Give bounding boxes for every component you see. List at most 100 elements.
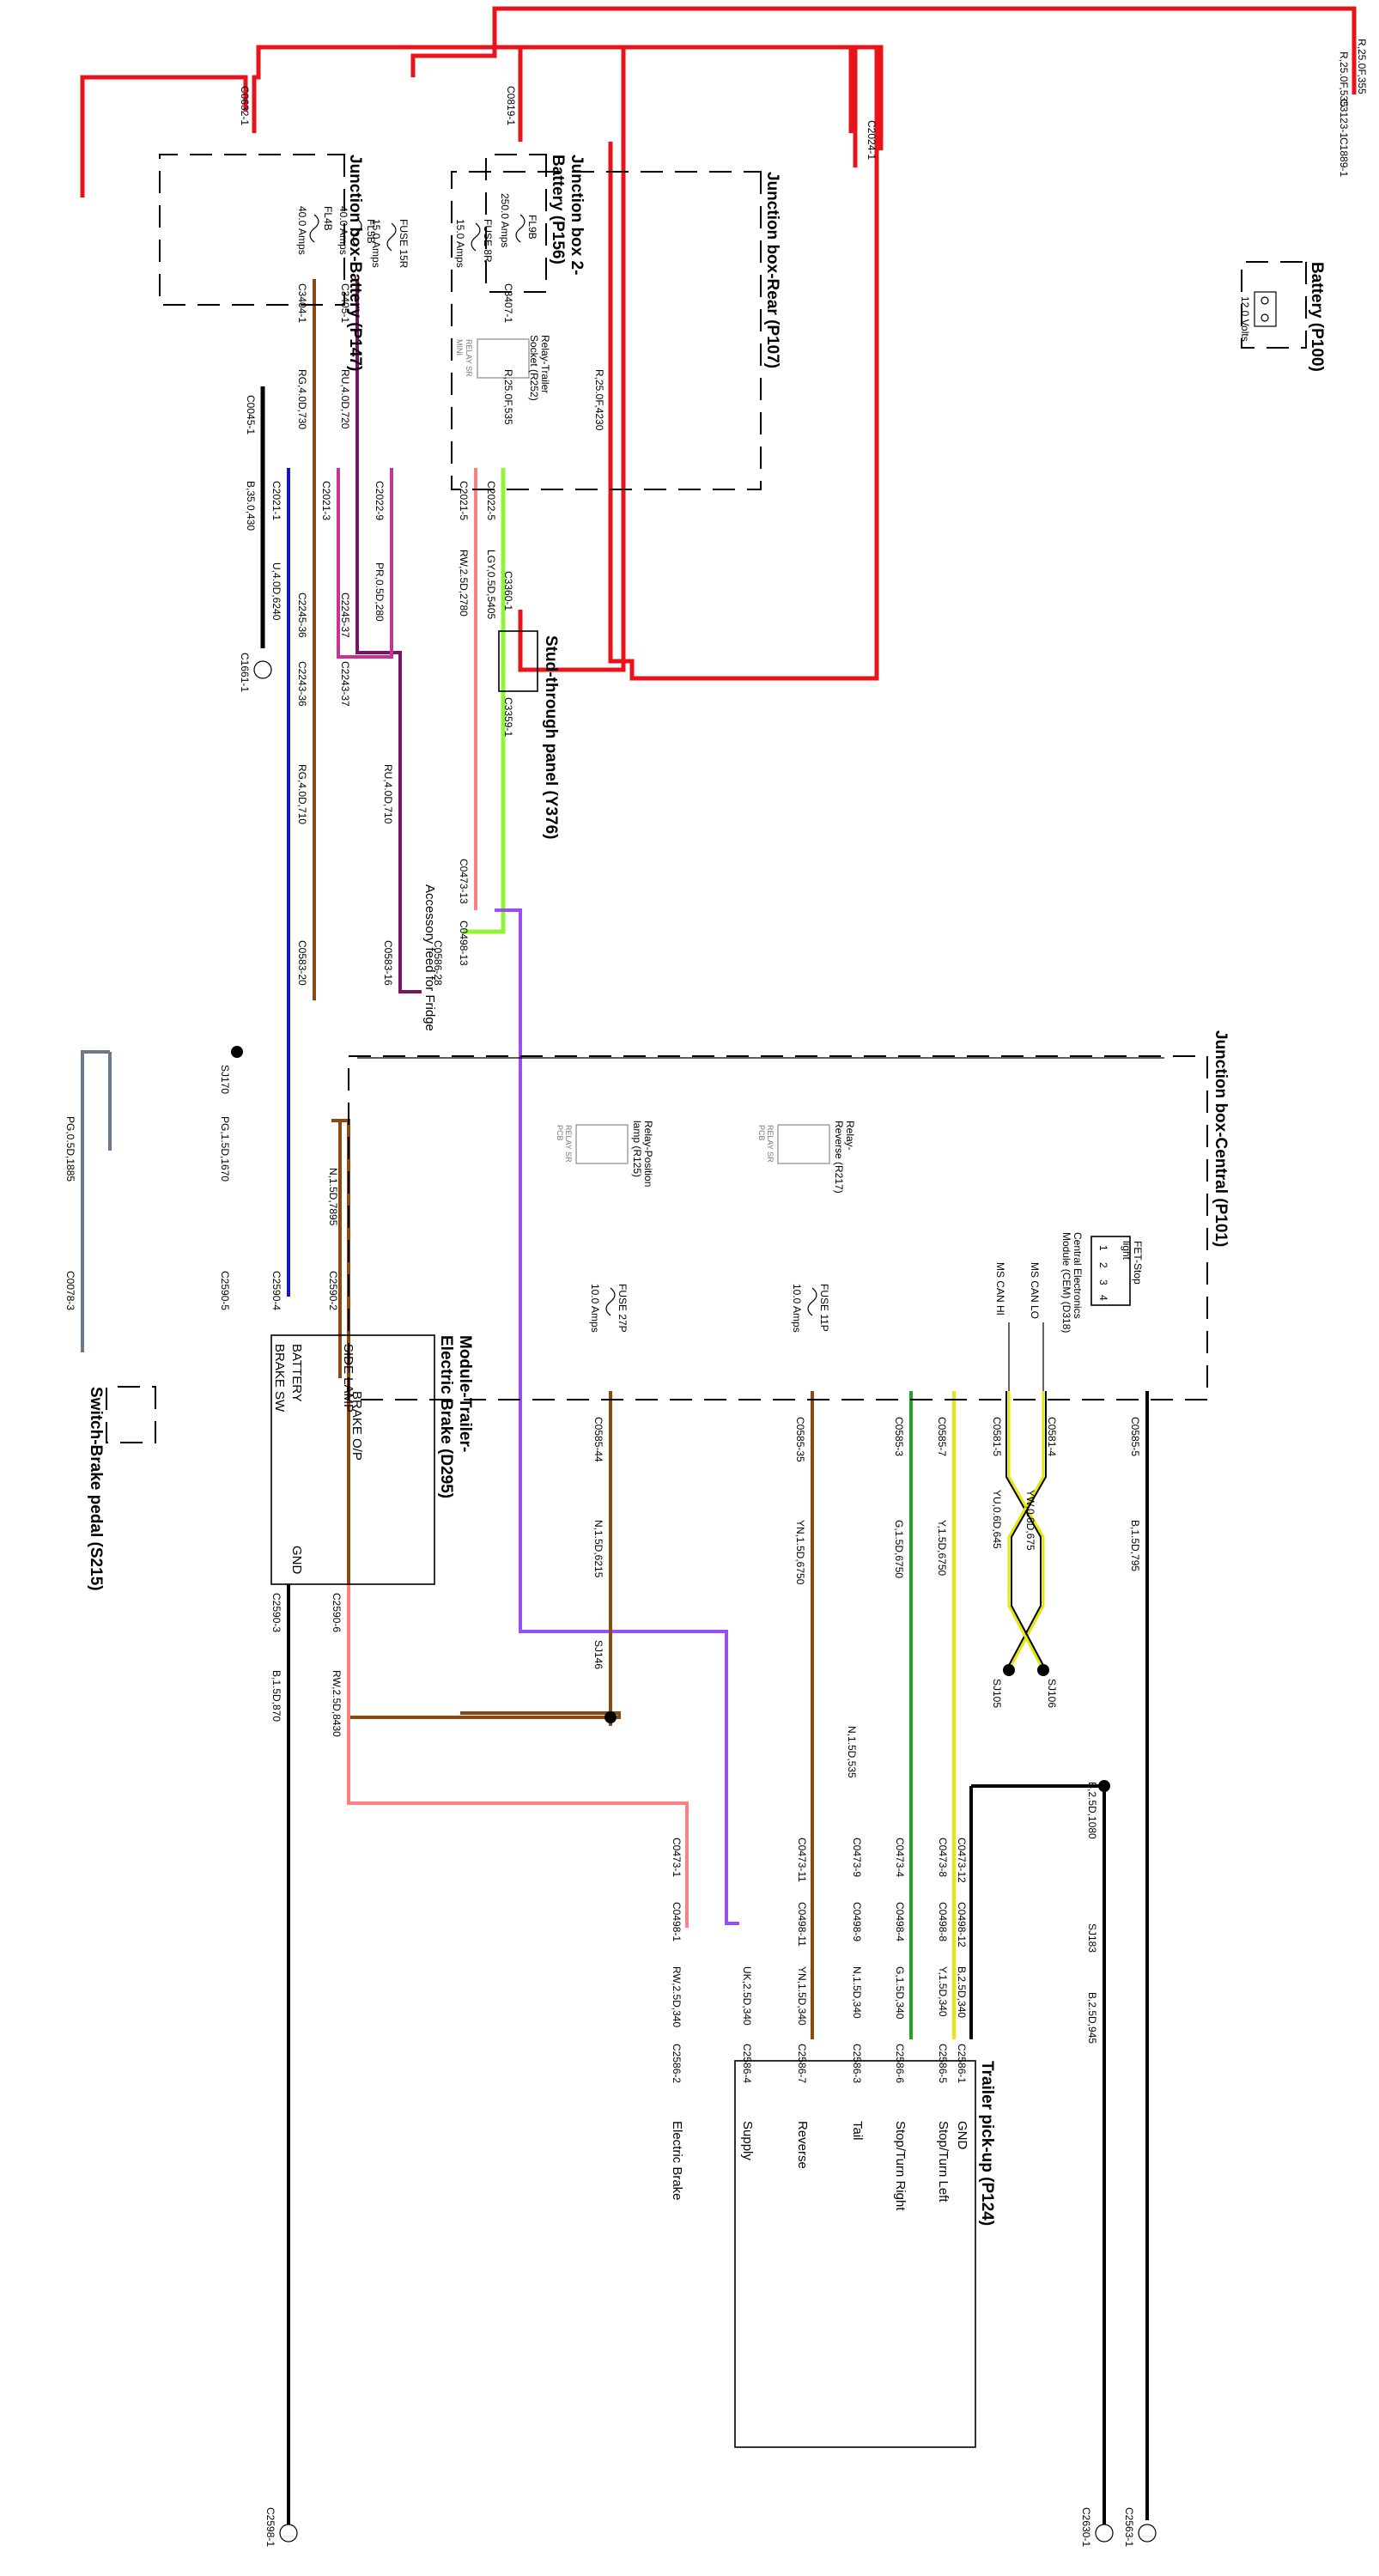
lbl-c2590-2: C2590-2	[327, 1271, 339, 1310]
splice-sj105	[1003, 1664, 1015, 1676]
fet-p1: 1	[1097, 1245, 1109, 1251]
relay-trailer-1: Relay-Trailer	[539, 335, 551, 393]
relay-reverse-icon	[777, 1124, 830, 1164]
fuse8r-amps: 15.0 Amps	[454, 219, 466, 268]
lbl-c0581-5: C0581-5	[991, 1417, 1003, 1456]
lbl-c2021-5: C2021-5	[458, 481, 470, 520]
relay-rev-2: Reverse (R217)	[833, 1121, 845, 1194]
relay-pos-tag: RELAY SR	[564, 1125, 573, 1163]
fuse-15r-icon	[386, 222, 397, 252]
lbl-c3407-1: C3407-1	[502, 283, 514, 323]
fet-2: light	[1121, 1241, 1133, 1261]
jb-central-box	[348, 1055, 1208, 1400]
trailer-pin-4: Reverse	[795, 2121, 810, 2169]
lbl-c2630-1: C2630-1	[1080, 2507, 1092, 2547]
lbl-c0473-9: C0473-9	[851, 1838, 863, 1877]
lbl-b35-430: B,35.0,430	[245, 481, 257, 531]
wire-r25-355	[410, 6, 1357, 94]
wire-r25-535-b	[252, 45, 881, 133]
lbl-c0498-13: C0498-13	[458, 920, 470, 966]
lbl-yn15-6750: YN,1.5D,6750	[794, 1520, 806, 1585]
lbl-pr05-280: PR,0.5D,280	[374, 562, 386, 622]
fuse8r-label: FUSE 8R	[482, 219, 494, 263]
lbl-c2021-1: C2021-1	[270, 481, 282, 520]
lbl-rw25-2780: RW,2.5D,2780	[458, 550, 470, 617]
wire-yw-675-core	[1011, 1391, 1047, 1671]
lbl-c0498-12: C0498-12	[956, 1902, 968, 1947]
lbl-c0498-1: C0498-1	[671, 1902, 683, 1941]
trailer-box	[734, 2060, 976, 2448]
trailer-pin-3: Tail	[850, 2121, 865, 2141]
lbl-c2021-3: C2021-3	[320, 481, 332, 520]
trailer-pin-1: Stop/Turn Left	[936, 2121, 951, 2202]
trailer-pin-0: GND	[955, 2121, 969, 2150]
trailer-pin-5: Supply	[740, 2121, 755, 2160]
lbl-c0581-4: C0581-4	[1046, 1417, 1058, 1456]
module-battery: BATTERY	[289, 1344, 304, 1402]
lbl-rw25-8430: RW,2.5D,8430	[331, 1670, 343, 1737]
fl9b-amps: 250.0 Amps	[499, 193, 511, 247]
fl4b-label: FL4B	[322, 206, 334, 231]
lbl-c1889-1: C1889-1	[1338, 137, 1350, 177]
fuse-11p-icon	[807, 1287, 817, 1316]
module-brake-title-2: Electric Brake (D295)	[437, 1335, 455, 1498]
lbl-c2024-1: C2024-1	[866, 120, 878, 160]
splice-sj106	[1037, 1664, 1049, 1676]
splice-sj183	[1098, 1780, 1110, 1792]
lbl-g15-6750: G,1.5D,6750	[893, 1520, 905, 1578]
lbl-n15-535: N,1.5D,535	[846, 1726, 858, 1778]
splice-sj170	[231, 1046, 243, 1058]
stud-title: Stud-through panel (Y376)	[542, 635, 560, 840]
lbl-c0078-3: C0078-3	[64, 1271, 76, 1310]
lbl-c2586-1: C2586-1	[956, 2044, 968, 2083]
lbl-c2586-7: C2586-7	[796, 2044, 808, 2083]
lbl-r25-535: R,25.0F,535	[1338, 52, 1350, 107]
lbl-c0586-28: C0586-28	[432, 940, 444, 986]
lbl-c2586-5: C2586-5	[937, 2044, 949, 2083]
lbl-g15-340: G,1.5D,340	[894, 1966, 906, 2020]
lbl-ru4-710: RU,4.0D,710	[382, 764, 394, 824]
fl5b-amps: 40.0 Amps	[337, 206, 349, 255]
relay-trailer-tag: RELAY SR	[465, 339, 473, 377]
lbl-ru4-720: RU,4.0D,720	[339, 369, 351, 429]
lbl-n15-340: N,1.5D,340	[851, 1966, 863, 2019]
stud-panel-box	[498, 630, 538, 692]
wire-r25-to-c2024	[518, 45, 858, 672]
lbl-c3360-1: C3360-1	[502, 571, 514, 611]
lbl-r25-355: R,25.0F,355	[1356, 39, 1368, 94]
lbl-sj105: SJ105	[991, 1679, 1003, 1708]
trailer-title: Trailer pick-up (P124)	[978, 2061, 996, 2226]
module-brake-op: BRAKE O/P	[349, 1391, 364, 1461]
jb-central-title: Junction box-Central (P101)	[1212, 1030, 1230, 1247]
switch-brake-title: Switch-Brake pedal (S215)	[87, 1387, 105, 1591]
lbl-c2245-37: C2245-37	[339, 592, 351, 638]
lbl-c0045-1: C0045-1	[245, 395, 257, 434]
fuse11p-amps: 10.0 Amps	[791, 1284, 803, 1333]
lbl-c3404-1: C3404-1	[296, 283, 308, 323]
jb-rear-box	[451, 171, 762, 490]
lbl-c2022-5: C2022-5	[485, 481, 497, 520]
fuse-27p-icon	[605, 1287, 616, 1316]
fet-box	[1090, 1236, 1131, 1306]
ground-c2598-icon	[279, 2524, 298, 2543]
lbl-c3123-1: C3123-1	[1338, 99, 1350, 138]
lbl-c0498-11: C0498-11	[796, 1902, 808, 1947]
fuse-fl9b-icon	[515, 214, 525, 243]
fuse-fl5b-icon	[352, 218, 362, 247]
wire-yu-645-core	[1005, 1391, 1042, 1671]
lbl-c2590-6: C2590-6	[331, 1593, 343, 1632]
lbl-c0498-4: C0498-4	[894, 1902, 906, 1941]
ground-c1661-icon	[253, 660, 272, 679]
lbl-uk25-340: UK,2.5D,340	[741, 1966, 753, 2026]
switch-brake-box	[106, 1386, 156, 1443]
fl4b-amps: 40.0 Amps	[296, 206, 308, 255]
trailer-pin-6: Electric Brake	[670, 2121, 684, 2201]
lbl-c0585-35: C0585-35	[794, 1417, 806, 1462]
lbl-c0498-9: C0498-9	[851, 1902, 863, 1941]
lbl-c0819-1: C0819-1	[505, 86, 517, 125]
lbl-sj183: SJ183	[1086, 1923, 1098, 1953]
lbl-c2586-4: C2586-4	[741, 2044, 753, 2083]
wire-n15-7895-main	[338, 1119, 621, 1719]
fuse15r-label: FUSE 15R	[398, 219, 410, 269]
